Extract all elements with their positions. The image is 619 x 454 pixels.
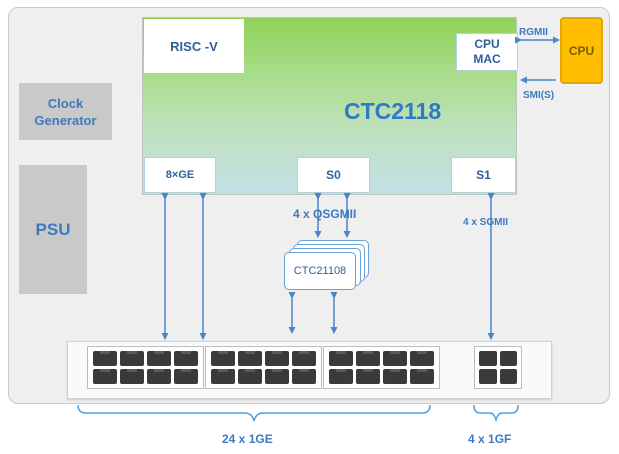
rj45-port-group-3	[323, 346, 440, 389]
clock-generator-block: Clock Generator	[19, 83, 112, 140]
rj45-port	[292, 351, 316, 366]
rj45-port-group-1	[87, 346, 204, 389]
rj45-port	[383, 351, 407, 366]
rj45-port	[93, 351, 117, 366]
rj45-port	[356, 351, 380, 366]
risc-v-block: RISC -V	[144, 19, 244, 73]
gf-ports-label: 4 x 1GF	[468, 432, 512, 446]
rgmii-label: RGMII	[519, 27, 548, 38]
psu-block: PSU	[19, 165, 87, 294]
port-s1-block: S1	[451, 157, 516, 193]
rj45-port	[120, 369, 144, 384]
sfp-port	[479, 351, 497, 366]
rj45-port	[147, 369, 171, 384]
rj45-port	[265, 351, 289, 366]
port-s0-block: S0	[297, 157, 370, 193]
rj45-port-group-2	[205, 346, 322, 389]
sfp-port	[479, 369, 497, 384]
rj45-port	[238, 369, 262, 384]
phy-chip-front: CTC21108	[284, 252, 356, 290]
smi-label: SMI(S)	[523, 90, 555, 101]
port-8ge-block: 8×GE	[144, 157, 216, 193]
phy-chip-label: CTC21108	[293, 265, 347, 277]
rj45-port	[356, 369, 380, 384]
sfp-port	[499, 369, 517, 384]
rj45-port	[211, 351, 235, 366]
sgmii-label: 4 x SGMII	[463, 217, 509, 228]
sfp-port-group	[474, 346, 522, 389]
rj45-port	[147, 351, 171, 366]
ge-brace	[77, 404, 431, 422]
rj45-port	[174, 369, 198, 384]
rj45-port	[292, 369, 316, 384]
rj45-port	[410, 351, 434, 366]
rj45-port	[211, 369, 235, 384]
rj45-port	[329, 369, 353, 384]
ge-ports-label: 24 x 1GE	[222, 432, 273, 446]
rj45-port	[383, 369, 407, 384]
rj45-port	[238, 351, 262, 366]
rj45-port	[410, 369, 434, 384]
cpu-block: CPU	[560, 17, 603, 84]
rj45-port	[329, 351, 353, 366]
rj45-port	[93, 369, 117, 384]
rj45-port	[174, 351, 198, 366]
chip-name: CTC2118	[344, 98, 442, 124]
qsgmii-label: 4 x QSGMII	[293, 207, 357, 221]
cpu-mac-block: CPU MAC	[456, 33, 518, 71]
rj45-port	[120, 351, 144, 366]
rj45-port	[265, 369, 289, 384]
sfp-port	[499, 351, 517, 366]
gf-brace	[473, 404, 519, 423]
